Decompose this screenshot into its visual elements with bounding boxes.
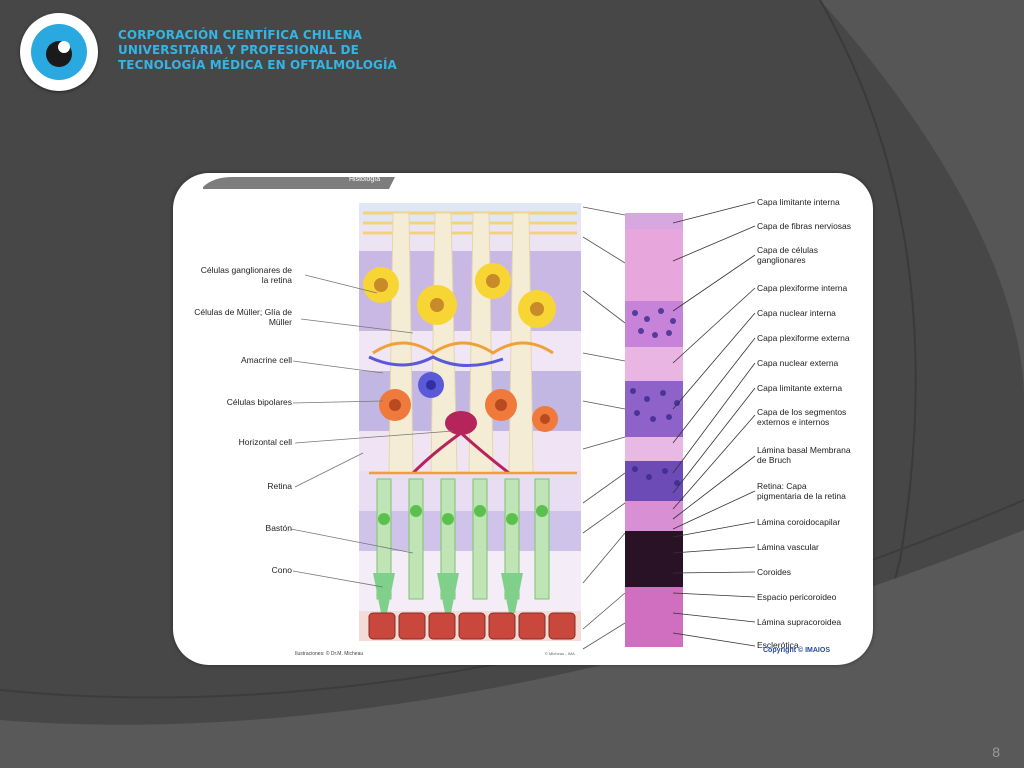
right-label-7: Capa nuclear externa [757, 358, 839, 368]
logo [20, 13, 98, 91]
left-label-horizontal: Horizontal cell [238, 437, 292, 447]
left-label-retina: Retina [267, 481, 292, 491]
left-label-rod: Bastón [265, 523, 292, 533]
page-number: 8 [992, 744, 1000, 760]
right-label-6: Capa plexiforme externa [757, 333, 850, 343]
org-line-1: CORPORACIÓN CIENTÍFICA CHILENA [118, 28, 363, 42]
right-label-4: Capa plexiforme interna [757, 283, 848, 293]
right-label-9: Capa de los segmentos externos e interno… [757, 407, 847, 427]
right-label-11: Retina: Capa pigmentaria de la retina [757, 481, 846, 501]
org-line-3: TECNOLOGÍA MÉDICA EN OFTALMOLOGÍA [118, 58, 397, 72]
copyright-notice: Copyright © IMAIOS [763, 647, 830, 654]
right-label-5: Capa nuclear interna [757, 308, 836, 318]
left-label-ganglion: Células ganglionares de la retina [200, 265, 292, 285]
illustration-credit: Ilustraciones: © Dr.M. Micheau [295, 651, 364, 657]
right-label-17: Esclerótica [757, 640, 799, 650]
small-credit: © Micheau - IMA [545, 651, 575, 656]
retina-figure: Histología Células ganglionares de la re… [173, 173, 873, 665]
organization-name: CORPORACIÓN CIENTÍFICA CHILENA UNIVERSIT… [118, 28, 397, 73]
retina-illustration [203, 177, 756, 650]
right-label-3: Capa de células ganglionares [757, 245, 818, 265]
right-label-12: Lámina coroidocapilar [757, 517, 841, 527]
org-line-2: UNIVERSITARIA Y PROFESIONAL DE [118, 43, 359, 57]
right-label-10: Lámina basal Membrana de Bruch [757, 445, 851, 465]
right-label-14: Coroides [757, 567, 792, 577]
right-label-16: Lámina supracoroidea [757, 617, 842, 627]
right-label-8: Capa limitante externa [757, 383, 843, 393]
right-label-1: Capa limitante interna [757, 197, 840, 207]
eye-icon [31, 24, 87, 80]
right-label-2: Capa de fibras nerviosas [757, 221, 852, 231]
left-label-bipolar: Células bipolares [226, 397, 292, 407]
left-label-amacrine: Amacrine cell [240, 355, 292, 365]
left-label-muller: Células de Müller; Glía de Müller [194, 307, 292, 327]
left-label-cone: Cono [271, 565, 292, 575]
right-label-15: Espacio pericoroideo [757, 592, 837, 602]
figure-banner: Histología [349, 176, 381, 183]
right-label-13: Lámina vascular [757, 542, 819, 552]
